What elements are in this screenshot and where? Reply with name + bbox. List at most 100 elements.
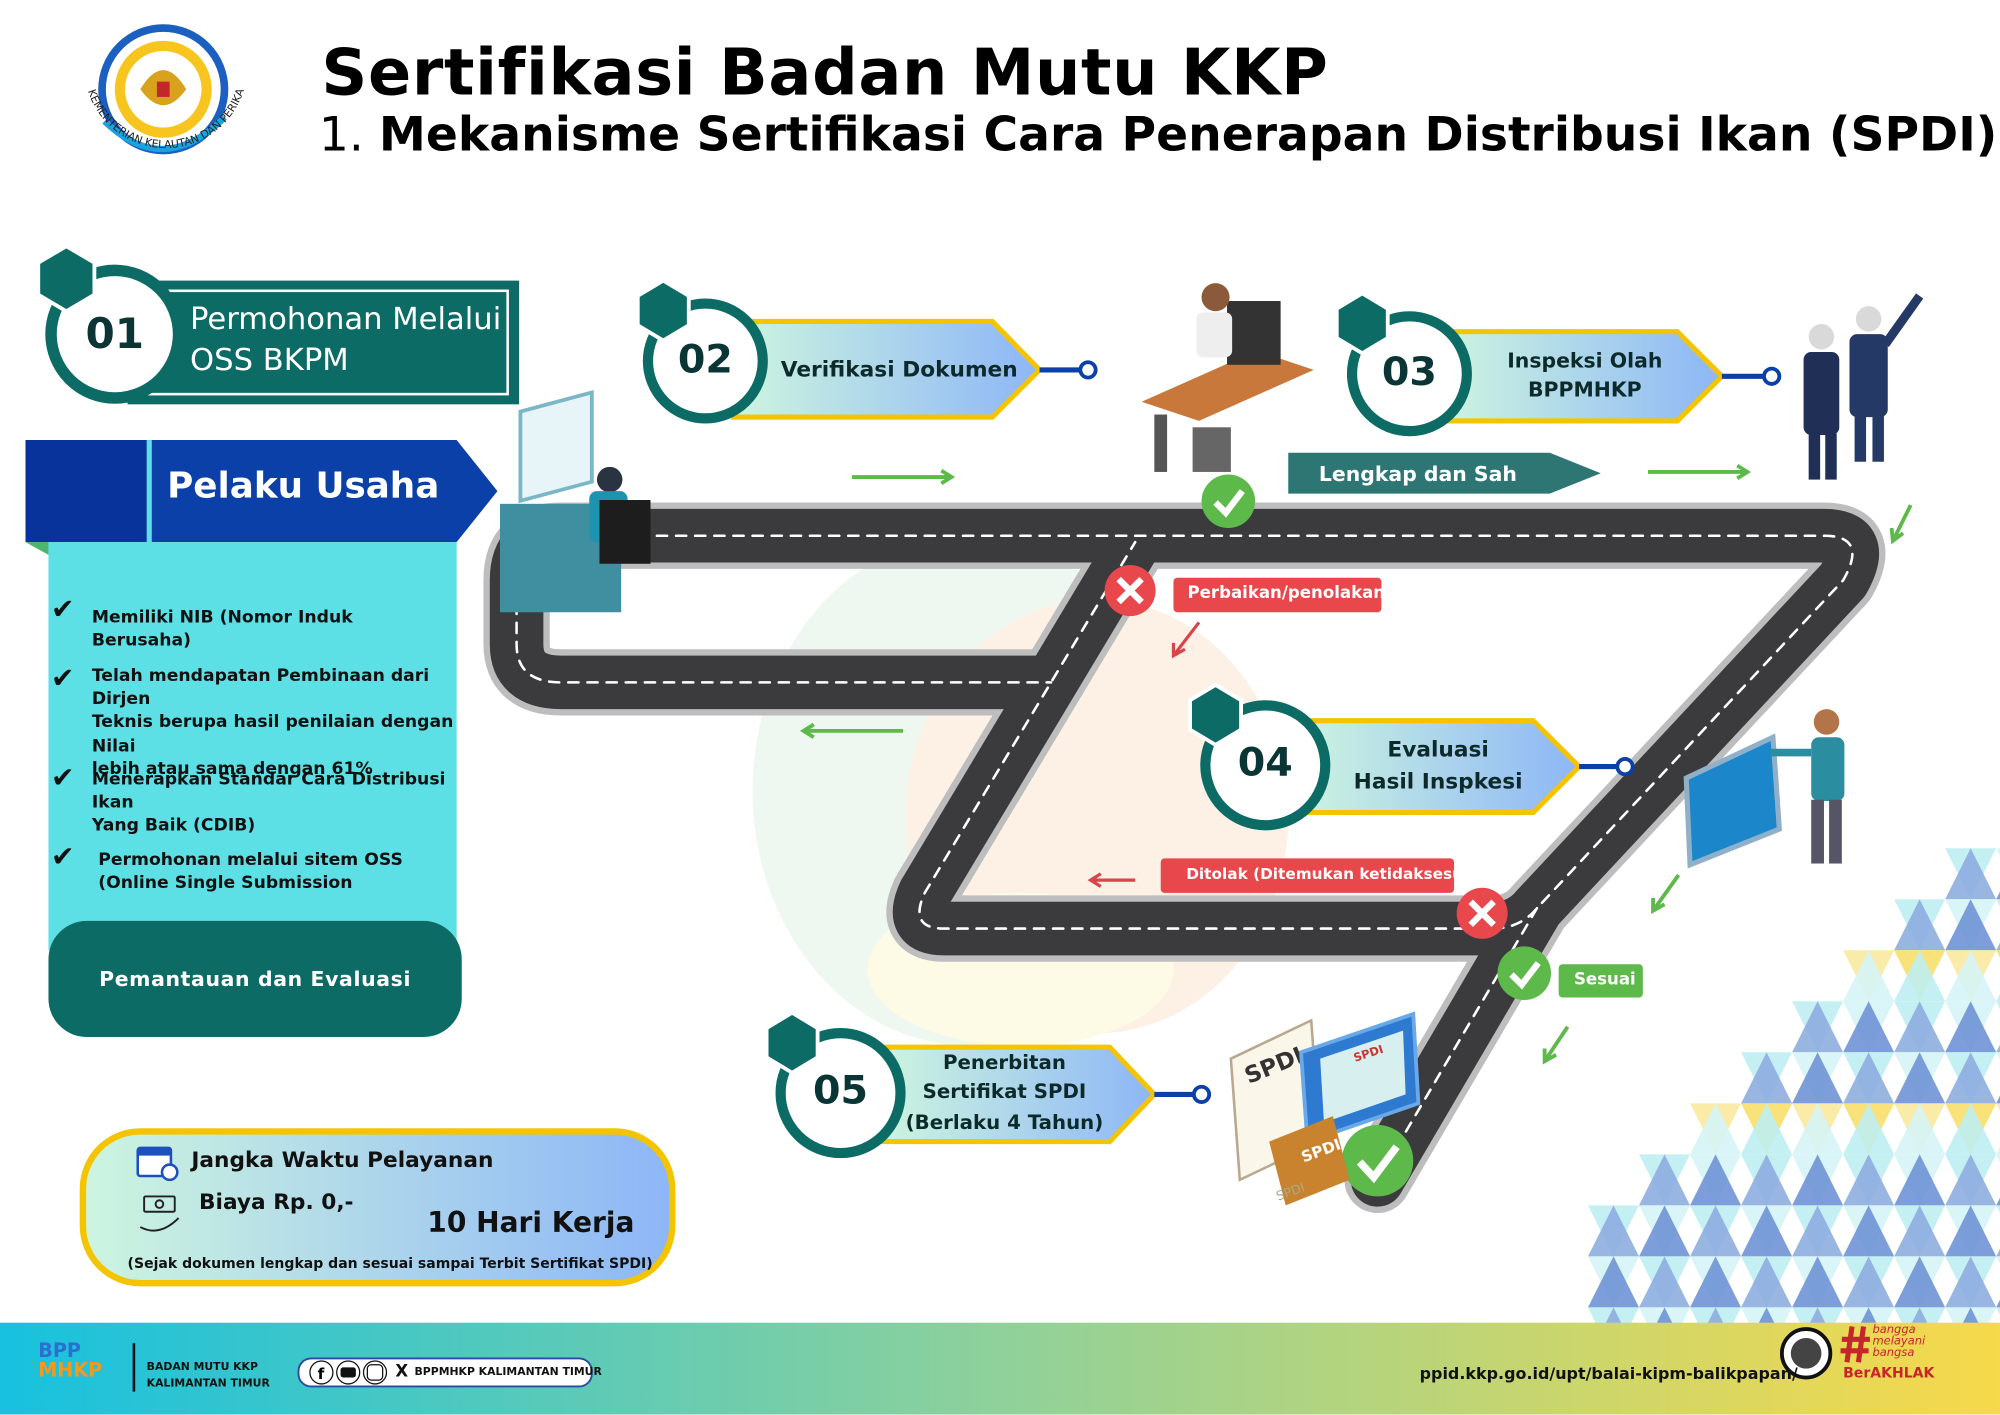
requirement-item: Memiliki NIB (Nomor Induk Berusaha) bbox=[91, 607, 353, 651]
pattern-triangle bbox=[1690, 1103, 1742, 1155]
banner-left-block bbox=[25, 440, 147, 543]
pattern-triangle bbox=[1996, 891, 2000, 900]
pattern-triangle bbox=[1996, 1044, 2000, 1053]
pattern-triangle bbox=[1843, 1154, 1895, 1206]
check-icon bbox=[1497, 946, 1552, 1000]
pattern-triangle bbox=[1996, 1154, 2000, 1162]
pattern-triangle bbox=[1894, 1205, 1946, 1257]
x-icon bbox=[1456, 887, 1508, 939]
pattern-triangle bbox=[1996, 1095, 2000, 1104]
officer-at-desk-illustration bbox=[1141, 283, 1314, 472]
hexagon-icon bbox=[1334, 291, 1390, 356]
pattern-triangle bbox=[1690, 1205, 1742, 1257]
pattern-triangle bbox=[1792, 1205, 1844, 1257]
person-at-computer-illustration bbox=[499, 390, 651, 613]
arrow-left-icon bbox=[799, 722, 904, 739]
requirements-panel bbox=[48, 542, 457, 951]
pattern-triangle bbox=[1741, 1256, 1793, 1308]
monitoring-evaluation-button[interactable]: Pemantauan dan Evaluasi bbox=[99, 966, 412, 992]
pattern-triangle bbox=[1843, 1205, 1895, 1257]
banner-fold bbox=[25, 542, 49, 555]
pattern-triangle bbox=[1639, 1154, 1691, 1206]
pattern-triangle bbox=[1741, 1103, 1793, 1155]
step-05-number: 05 bbox=[813, 1067, 869, 1114]
pattern-triangle bbox=[1894, 950, 1946, 1002]
subtitle-text: Mekanisme Sertifikasi Cara Penerapan Dis… bbox=[378, 107, 1998, 162]
service-duration-label: Jangka Waktu Pelayanan bbox=[191, 1147, 494, 1174]
pattern-triangle bbox=[1792, 1052, 1844, 1104]
pattern-triangle bbox=[1741, 1052, 1793, 1104]
pattern-triangle bbox=[1945, 848, 1997, 900]
website-link[interactable]: ppid.kkp.go.id/upt/balai-kipm-balikpapan… bbox=[1419, 1363, 1798, 1383]
service-note: (Sejak dokumen lengkap dan sesuai sampai… bbox=[127, 1255, 653, 1272]
pattern-triangle bbox=[1843, 1001, 1895, 1053]
arrow-right-icon bbox=[852, 469, 956, 486]
pattern-triangle bbox=[1690, 1154, 1742, 1206]
arrow-down-icon bbox=[1889, 504, 1913, 545]
check-icon bbox=[1201, 474, 1256, 529]
pattern-triangle bbox=[1792, 1154, 1844, 1206]
step-04-graphic bbox=[1188, 682, 1635, 831]
pattern-triangle bbox=[1996, 1248, 2000, 1257]
pattern-triangle bbox=[1945, 1052, 1997, 1104]
approved-tag-shape bbox=[1558, 964, 1643, 998]
rejected-label: Ditolak (Ditemukan ketidaksesuaian) bbox=[1186, 864, 1507, 883]
pattern-triangle bbox=[1792, 1001, 1844, 1053]
social-handle[interactable]: BPPMHKP KALIMANTAN TIMUR bbox=[414, 1366, 602, 1379]
pattern-triangle bbox=[1996, 899, 2000, 907]
hexagon-icon bbox=[1188, 682, 1243, 748]
step-01-label-line: OSS BKPM bbox=[190, 341, 349, 378]
pattern-triangle bbox=[1996, 1052, 2000, 1060]
step-03-graphic bbox=[1334, 291, 1782, 437]
pattern-triangle bbox=[1588, 1205, 1640, 1257]
pattern-triangle bbox=[1996, 942, 2000, 951]
arrow-left-icon bbox=[1087, 872, 1136, 888]
step-01-box bbox=[127, 280, 520, 405]
step-01-number: 01 bbox=[85, 308, 145, 359]
pattern-triangle bbox=[1843, 1256, 1895, 1308]
hexagon-icon bbox=[635, 278, 691, 343]
pattern-triangle bbox=[1996, 1146, 2000, 1155]
reject-arrows bbox=[1087, 621, 1201, 888]
step-03-number: 03 bbox=[1381, 349, 1437, 396]
seal-logo bbox=[1779, 1327, 1833, 1380]
arrow-down-icon bbox=[1171, 621, 1201, 659]
pattern-triangle bbox=[1996, 1001, 2000, 1009]
pattern-triangle bbox=[1843, 1103, 1895, 1155]
pattern-triangle bbox=[1996, 993, 2000, 1002]
arrow-down-icon bbox=[1651, 873, 1681, 914]
pattern-triangle bbox=[1996, 950, 2000, 958]
rejected-tag-shape bbox=[1160, 858, 1455, 893]
pelaku-usaha-banner: Pelaku Usaha bbox=[167, 464, 440, 507]
pattern-triangle bbox=[1792, 1103, 1844, 1155]
revision-tag-shape bbox=[1173, 577, 1382, 613]
triangle-pattern bbox=[1588, 848, 2000, 1359]
pattern-triangle bbox=[1996, 1103, 2000, 1111]
pattern-triangle bbox=[1996, 1197, 2000, 1206]
hashtag-icon bbox=[1840, 1326, 1870, 1363]
step-01-label-line: Permohonan Melalui bbox=[190, 301, 502, 337]
pattern-triangle bbox=[1894, 1103, 1946, 1155]
pattern-triangle bbox=[1741, 1205, 1793, 1257]
subtitle-number: 1. bbox=[318, 107, 364, 162]
pattern-triangle bbox=[1945, 1154, 1997, 1206]
direction-arrows bbox=[799, 463, 1913, 1065]
approved-label: Sesuai bbox=[1573, 970, 1636, 990]
complete-label: Lengkap dan Sah bbox=[1318, 461, 1517, 486]
pattern-triangle bbox=[1996, 1256, 2000, 1265]
check-icon: ✔ bbox=[51, 663, 75, 696]
pattern-triangle bbox=[1996, 1299, 2000, 1308]
cash-hand-icon bbox=[139, 1195, 180, 1232]
pattern-triangle bbox=[1588, 1256, 1640, 1308]
service-fee: Biaya Rp. 0,- bbox=[198, 1190, 354, 1216]
pattern-triangle bbox=[1894, 1256, 1946, 1308]
youtube-icon bbox=[336, 1360, 361, 1385]
pattern-triangle bbox=[1945, 899, 1997, 951]
check-icon: ✔ bbox=[51, 762, 75, 795]
